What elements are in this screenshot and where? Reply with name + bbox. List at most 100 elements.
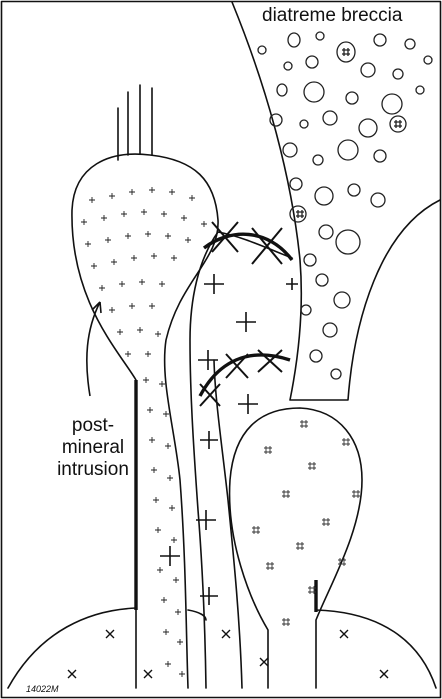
breccia-clast [277, 84, 287, 96]
breccia-clast [284, 62, 292, 70]
texture-plus [121, 211, 127, 217]
texture-hash [282, 618, 290, 626]
breccia-clast [371, 193, 385, 207]
texture-plus [129, 303, 135, 309]
figure-code: 14022M [26, 684, 59, 694]
texture-plus [147, 407, 153, 413]
texture-plus [157, 567, 163, 573]
porphyry-plus [236, 312, 256, 332]
post-mineral-intrusion-label: post- mineral intrusion [28, 415, 158, 481]
basal-dome-outline [8, 608, 206, 688]
texture-hash [252, 526, 260, 534]
texture-plus [81, 219, 87, 225]
texture-plus [159, 381, 165, 387]
texture-plus [143, 377, 149, 383]
breccia-clast [319, 225, 333, 239]
texture-plus [165, 661, 171, 667]
texture-plus [149, 303, 155, 309]
breccia-clast [393, 69, 403, 79]
breccia-clast [315, 187, 333, 205]
porphyry-stock-inner-line [214, 360, 242, 688]
breccia-clast [424, 56, 432, 64]
texture-plus [189, 195, 195, 201]
breccia-clast [304, 82, 324, 102]
breccia-clast-hatch [394, 120, 402, 128]
texture-plus [155, 527, 161, 533]
porphyry-plus [286, 278, 298, 290]
texture-plus [149, 187, 155, 193]
texture-plus [159, 281, 165, 287]
breccia-clast [334, 292, 350, 308]
porphyry-plus [238, 394, 258, 414]
texture-plus [161, 211, 167, 217]
breccia-clast [337, 42, 355, 62]
texture-plus [165, 233, 171, 239]
texture-plus [179, 671, 185, 677]
breccia-clast [336, 230, 360, 254]
texture-plus [171, 255, 177, 261]
vein-x-mark [226, 354, 248, 378]
late-intrusion-outline [230, 408, 362, 688]
texture-plus [91, 263, 97, 269]
breccia-clast [382, 94, 402, 114]
breccia-clast [346, 92, 358, 104]
breccia-clast [290, 178, 302, 190]
texture-plus [175, 609, 181, 615]
texture-plus [145, 231, 151, 237]
breccia-clast [310, 350, 322, 362]
texture-plus [125, 233, 131, 239]
texture-plus [165, 443, 171, 449]
texture-plus [163, 629, 169, 635]
breccia-clast [270, 114, 282, 126]
diatreme-breccia-label: diatreme breccia [262, 5, 402, 27]
breccia-clast [316, 274, 328, 286]
texture-plus [119, 281, 125, 287]
texture-plus [125, 351, 131, 357]
texture-plus [173, 577, 179, 583]
texture-plus [99, 285, 105, 291]
texture-hash [296, 542, 304, 550]
texture-plus [177, 639, 183, 645]
texture-x [144, 670, 152, 678]
basal-dome-outline-right [316, 610, 436, 688]
breccia-clast [300, 120, 308, 128]
texture-plus [201, 221, 207, 227]
texture-plus [141, 209, 147, 215]
breccia-clast [288, 33, 300, 47]
texture-plus [89, 197, 95, 203]
texture-hash [266, 562, 274, 570]
texture-hash [282, 490, 290, 498]
texture-x [260, 658, 268, 666]
texture-hash [264, 446, 272, 454]
texture-plus [161, 597, 167, 603]
texture-hash [308, 462, 316, 470]
breccia-clast [416, 86, 424, 94]
porphyry-plus [160, 546, 180, 566]
texture-plus [105, 237, 111, 243]
breccia-clast [361, 63, 375, 77]
texture-hash [352, 490, 360, 498]
texture-plus [155, 331, 161, 337]
texture-plus [139, 279, 145, 285]
texture-plus [111, 259, 117, 265]
breccia-clast [405, 39, 415, 49]
breccia-clast [359, 119, 377, 137]
breccia-clast [348, 184, 360, 196]
texture-plus [163, 411, 169, 417]
label-line-2: mineral [28, 437, 158, 459]
diatreme-pipe-outline [232, 2, 440, 400]
porphyry-plus [204, 274, 224, 294]
breccia-clast [283, 143, 297, 157]
breccia-clast [301, 305, 311, 315]
label-line-3: intrusion [28, 459, 158, 481]
texture-plus [109, 193, 115, 199]
label-line-1: post- [28, 415, 158, 437]
texture-plus [145, 351, 151, 357]
breccia-clast [323, 111, 337, 125]
breccia-clast [323, 323, 337, 337]
texture-plus [151, 253, 157, 259]
vein-x-mark [258, 350, 282, 372]
